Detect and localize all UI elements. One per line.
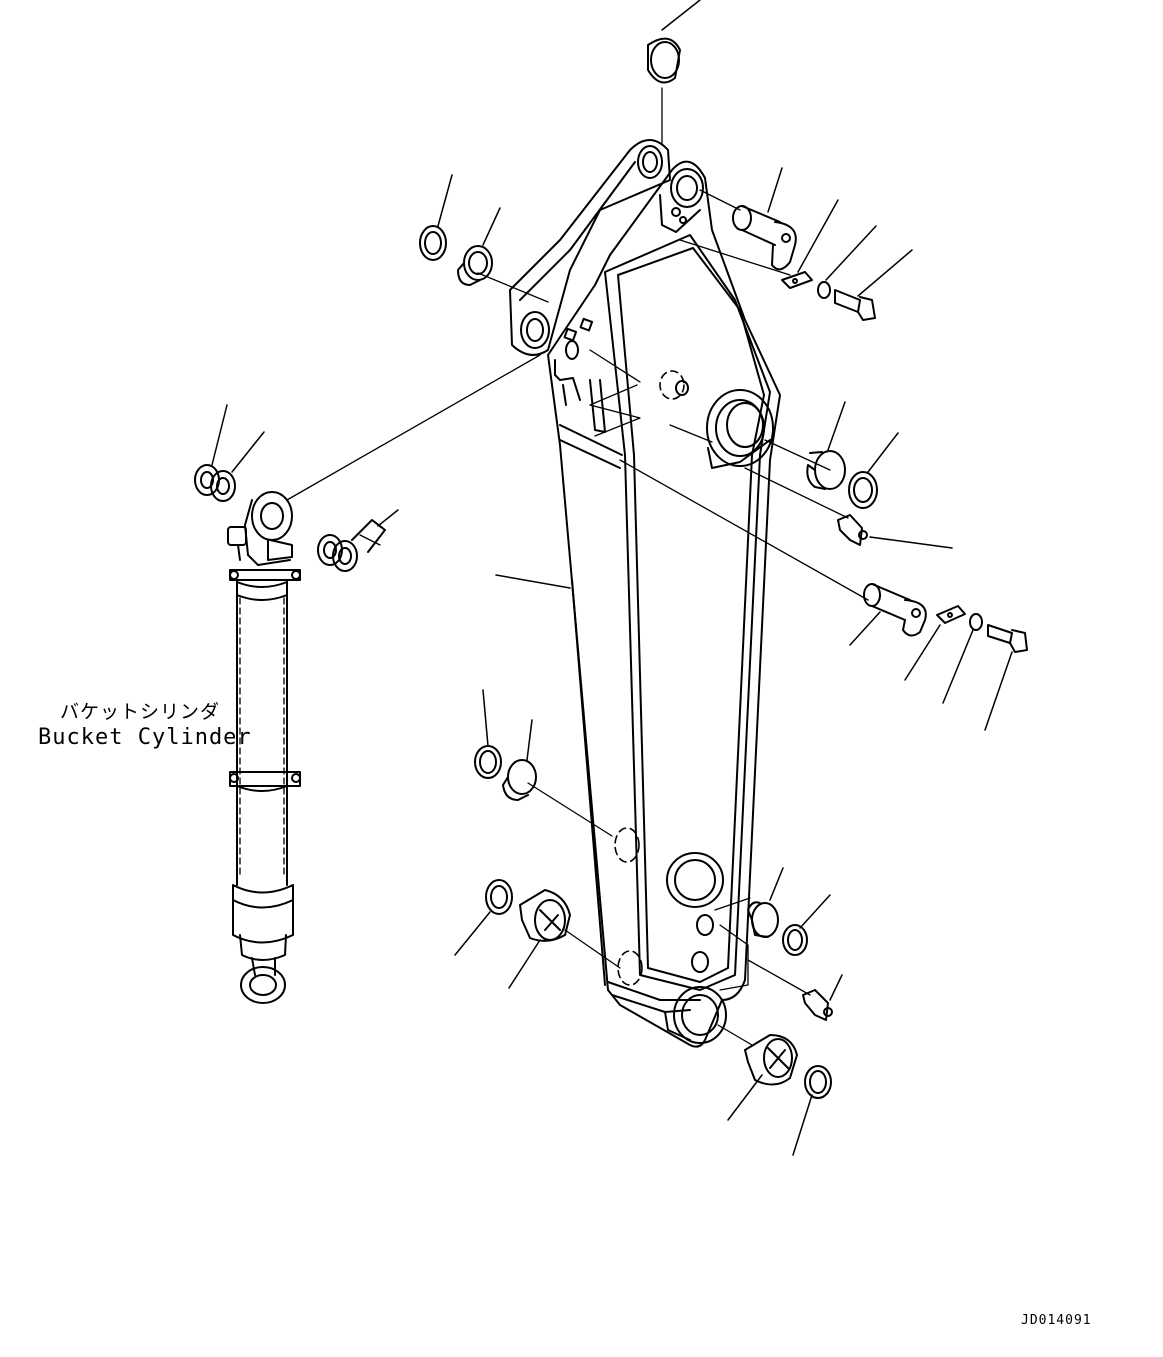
cylinder-shim-pair-left — [195, 465, 235, 501]
middle-bushing — [807, 451, 845, 489]
middle-grease-fitting — [838, 515, 867, 545]
lower-grease-fitting — [803, 990, 832, 1020]
bucket-cylinder — [228, 492, 300, 1003]
lug-nuts — [565, 319, 688, 395]
cylinder-label-japanese: バケットシリンダ — [60, 701, 221, 723]
tip-bushing — [745, 1035, 797, 1085]
left-bushing — [503, 760, 536, 800]
top-lock-bolt — [835, 290, 875, 320]
middle-pivot-boss — [707, 390, 773, 468]
top-lock-plate — [782, 272, 812, 288]
top-lock-washer — [818, 282, 830, 298]
tip-pivot-boss — [674, 987, 726, 1043]
lower-right-bushing — [748, 902, 778, 937]
middle-seal-ring — [849, 472, 877, 508]
assembly-lines — [287, 88, 868, 1045]
lower-pin — [864, 584, 926, 636]
tip-seal-ring — [805, 1066, 831, 1098]
lower-lock-washer — [970, 614, 982, 630]
leader-lines — [212, 0, 1012, 1155]
left-seal-ring — [475, 746, 501, 778]
top-left-seal-ring — [420, 226, 446, 260]
top-shim-washer — [648, 39, 680, 83]
cylinder-label-english: Bucket Cylinder — [38, 725, 252, 750]
side-link-plate — [510, 140, 670, 355]
top-pivot-boss — [660, 169, 703, 232]
lower-lock-bolt — [988, 625, 1027, 652]
top-pin — [733, 206, 796, 269]
figure-id: JD014091 — [1021, 1313, 1092, 1328]
lower-lock-plate — [937, 606, 965, 623]
top-left-bushing — [458, 246, 492, 285]
cylinder-shim-pair-right — [318, 520, 385, 571]
hidden-outlines — [615, 371, 684, 985]
lower-left-seal-ring — [486, 880, 512, 914]
lower-pivot-boss — [667, 853, 723, 972]
lower-left-bushing — [520, 890, 570, 941]
arm-body — [548, 162, 780, 1047]
lower-right-seal-ring — [783, 925, 807, 955]
